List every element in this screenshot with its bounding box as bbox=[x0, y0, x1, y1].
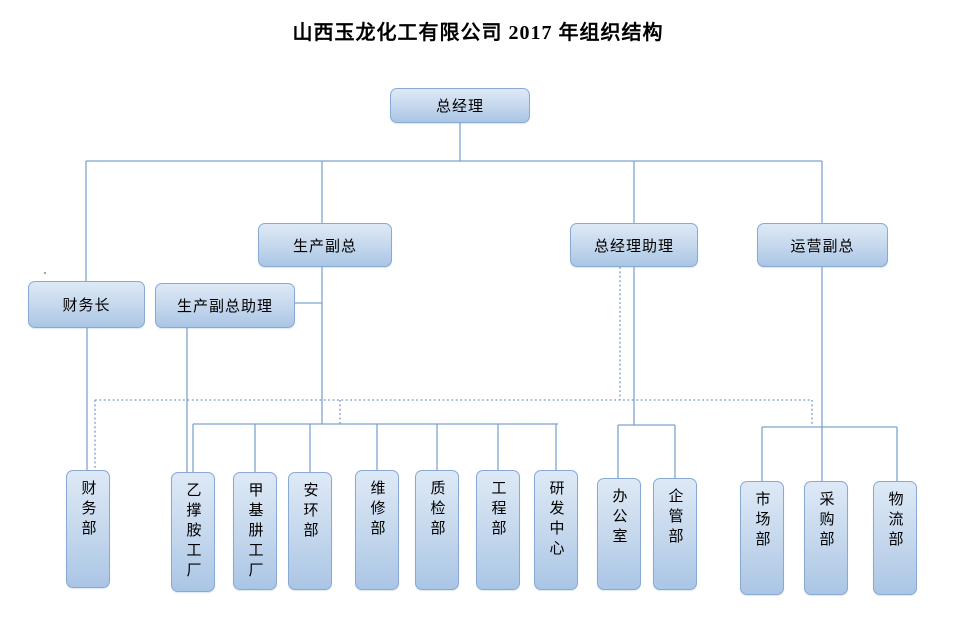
node-logistics-dept[interactable]: 物流部 bbox=[873, 481, 917, 595]
node-safety-environment-dept[interactable]: 安环部 bbox=[288, 472, 332, 590]
node-quality-inspection-dept[interactable]: 质检部 bbox=[415, 470, 459, 590]
node-office[interactable]: 办公室 bbox=[597, 478, 641, 590]
node-maintenance-dept[interactable]: 维修部 bbox=[355, 470, 399, 590]
node-general-manager[interactable]: 总经理 bbox=[390, 88, 530, 123]
dotted-connectors bbox=[94, 267, 813, 470]
node-methylhydrazine-plant[interactable]: 甲基肼工厂 bbox=[233, 472, 277, 590]
node-production-vp[interactable]: 生产副总 bbox=[258, 223, 392, 267]
solid-connectors bbox=[85, 123, 898, 481]
node-gm-assistant[interactable]: 总经理助理 bbox=[570, 223, 698, 267]
node-procurement-dept[interactable]: 采购部 bbox=[804, 481, 848, 595]
node-cfo[interactable]: 财务长 bbox=[28, 281, 145, 328]
node-rnd-center[interactable]: 研发中心 bbox=[534, 470, 578, 590]
chart-title: 山西玉龙化工有限公司 2017 年组织结构 bbox=[292, 22, 664, 44]
node-engineering-dept[interactable]: 工程部 bbox=[476, 470, 520, 590]
node-ethyleneamine-plant[interactable]: 乙撑胺工厂 bbox=[171, 472, 215, 592]
node-operations-vp[interactable]: 运营副总 bbox=[757, 223, 888, 267]
stray-dot bbox=[44, 272, 46, 274]
node-marketing-dept[interactable]: 市场部 bbox=[740, 481, 784, 595]
node-finance-dept[interactable]: 财务部 bbox=[66, 470, 110, 588]
node-production-vp-assistant[interactable]: 生产副总助理 bbox=[155, 283, 295, 328]
node-enterprise-management-dept[interactable]: 企管部 bbox=[653, 478, 697, 590]
